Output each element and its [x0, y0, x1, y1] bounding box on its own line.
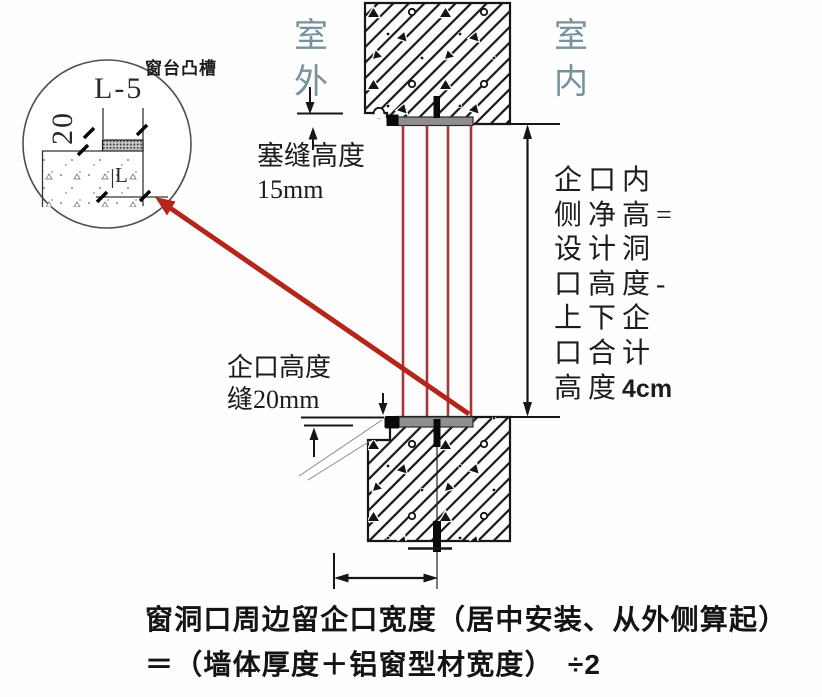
detail-callout-title: 窗台凸槽 — [145, 59, 217, 78]
seal-gap-label: 塞缝高度 — [257, 141, 365, 171]
top-sealant-block — [386, 114, 399, 126]
groove-gap-label: 企口高度 — [227, 353, 332, 382]
detail-width-dimension-label: L-5 — [94, 72, 144, 105]
indoor-label: 室内 — [554, 18, 588, 101]
inner-height-note-last: 高度 — [554, 372, 623, 404]
red-window-lines — [401, 125, 473, 416]
bottom-wall-section — [298, 415, 560, 589]
inner-height-note-line: 设计洞 — [554, 234, 657, 266]
formula-divide: ÷2 — [567, 649, 602, 680]
top-frame-anchor — [433, 96, 440, 118]
formula-rest: 铝窗型材宽度） — [349, 650, 554, 681]
inner-height-value: 4cm — [622, 374, 673, 403]
sill-concrete-texture — [43, 151, 143, 207]
formula-plus: ＋ — [320, 649, 350, 680]
inner-height-note-line: 口合计 — [554, 337, 657, 369]
detail-callout-circle — [22, 59, 192, 229]
detail-level-mark: L — [115, 163, 128, 187]
top-wall-section — [363, 1, 560, 127]
centerline-tick — [433, 521, 441, 552]
groove-width-dimension — [333, 553, 438, 589]
dimension-tick-marks — [76, 123, 152, 204]
inner-height-note-line: 企口内 — [554, 165, 657, 196]
seal-gap-value: 15mm — [257, 175, 324, 204]
inner-height-dimension — [523, 124, 532, 417]
leader-line-2 — [307, 440, 371, 481]
groove-gap-dimension — [301, 393, 388, 457]
bottom-frame-anchor — [433, 419, 441, 447]
inner-height-note-line: 侧净高= — [554, 199, 678, 231]
inner-height-note-line: 口高度- — [554, 268, 672, 300]
groove-gap-value: 缝20mm — [227, 385, 320, 414]
formula-open: （墙体厚度 — [174, 650, 321, 681]
formula-line-2: ＝（墙体厚度＋铝窗型材宽度） ÷2 — [145, 643, 601, 683]
sealant-strip — [101, 139, 144, 152]
outdoor-label: 室外 — [294, 18, 328, 101]
red-pointer-arrow-icon — [155, 197, 471, 417]
bottom-sealant-block — [384, 416, 400, 429]
leader-line-1 — [298, 419, 383, 477]
top-window-frame-bar — [396, 116, 474, 127]
inner-height-note-line: 上下企 — [554, 303, 657, 335]
seal-gap-dimension — [297, 87, 343, 150]
detail-side-dimension-label: 20 — [46, 111, 79, 145]
inner-height-note: 企口内 侧净高= 设计洞 口高度- 上下企 口合计 高度4cm — [554, 164, 678, 406]
formula-line-1: 窗洞口周边留企口宽度（居中安装、从外侧算起） — [145, 605, 788, 636]
formula-equals: ＝ — [145, 649, 175, 680]
inner-height-note-line: 高度4cm — [554, 372, 678, 407]
